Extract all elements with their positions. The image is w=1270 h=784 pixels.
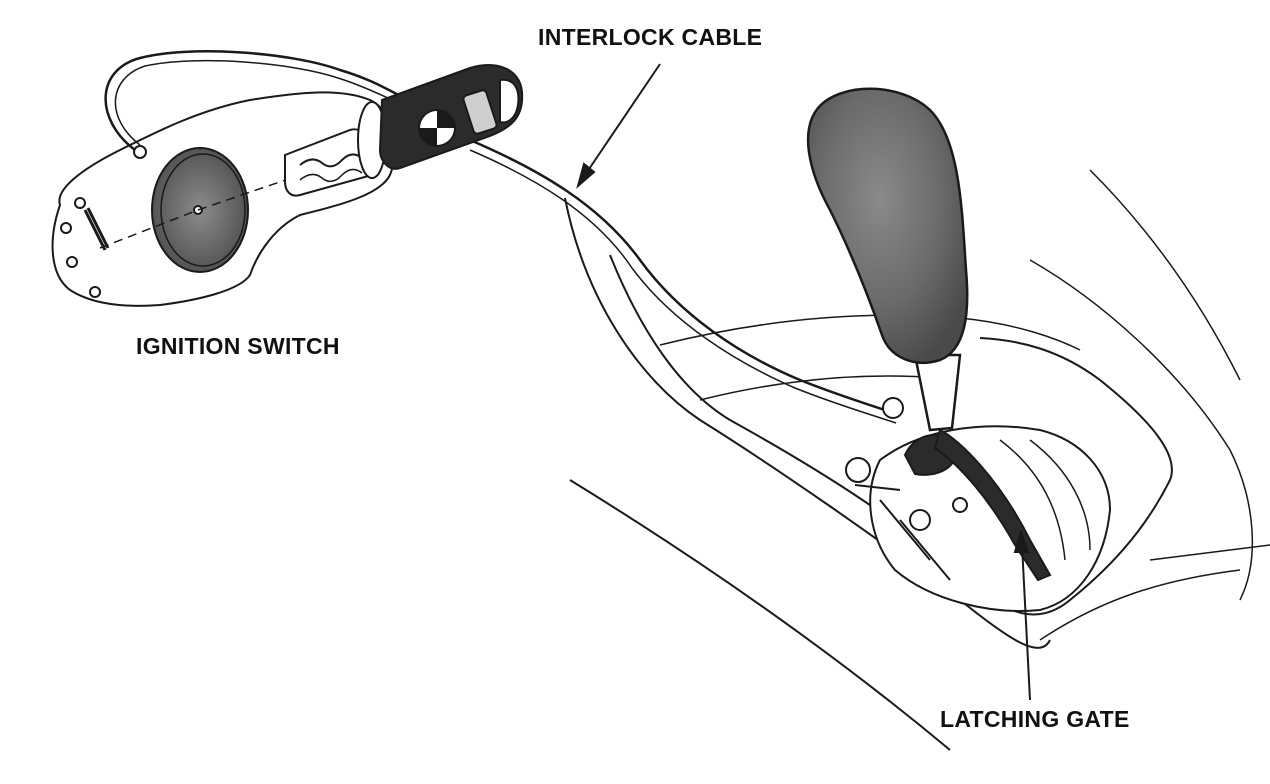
console-bezel-inner bbox=[699, 375, 941, 401]
linkage-arm bbox=[854, 484, 951, 581]
latching-gate-label: LATCHING GATE bbox=[940, 706, 1130, 732]
mount-hole bbox=[60, 222, 72, 234]
hex-nut bbox=[845, 457, 871, 483]
cable-run-inner bbox=[469, 149, 897, 424]
cable-loop-outer bbox=[104, 50, 411, 151]
mount-hole bbox=[133, 145, 147, 159]
console-far-trim bbox=[1089, 169, 1241, 381]
shift-mechanism bbox=[845, 397, 1112, 612]
latching-arrowhead-icon bbox=[1013, 528, 1030, 553]
axis-line bbox=[99, 174, 301, 249]
mount-hole bbox=[66, 256, 78, 268]
switch-lever bbox=[83, 207, 110, 251]
key-slot-cut bbox=[299, 153, 363, 168]
key-slot-cut bbox=[299, 168, 363, 183]
console-outer-edge bbox=[564, 197, 1051, 649]
hex-nut bbox=[882, 397, 904, 419]
console-left-edge bbox=[569, 479, 951, 751]
console-lower-trim bbox=[1039, 569, 1241, 641]
gate-housing-rib bbox=[1029, 439, 1091, 551]
key-fob bbox=[378, 64, 524, 170]
pivot-bolt bbox=[952, 497, 968, 513]
leader-lines bbox=[576, 63, 1031, 701]
key-fob-tip bbox=[499, 78, 520, 124]
key-fob-button bbox=[462, 89, 498, 135]
shift-lever-shaft bbox=[913, 353, 962, 432]
console-bezel bbox=[609, 254, 1173, 616]
interlock-arrowhead-icon bbox=[576, 162, 596, 189]
shift-knob bbox=[806, 87, 969, 432]
console-right-trim bbox=[1029, 259, 1254, 601]
cable-run-outer bbox=[469, 138, 901, 417]
latching-leader-line bbox=[1021, 544, 1031, 701]
cable-loop-inner bbox=[114, 59, 406, 146]
ignition-dial-rim bbox=[160, 153, 246, 267]
gate-housing-rib bbox=[999, 439, 1066, 561]
pivot-bolt bbox=[909, 509, 931, 531]
bmw-roundel-quarters bbox=[419, 110, 455, 146]
console-far-trim bbox=[1149, 544, 1270, 561]
ignition-switch bbox=[51, 91, 396, 307]
shift-knob-body bbox=[806, 87, 969, 364]
console-bezel-inner bbox=[659, 314, 1081, 351]
mount-hole bbox=[89, 286, 101, 298]
interlock-cable-label: INTERLOCK CABLE bbox=[538, 24, 763, 50]
interlock-cable bbox=[104, 50, 901, 424]
interlock-leader-line bbox=[584, 63, 661, 176]
ignition-switch-label: IGNITION SWITCH bbox=[136, 333, 340, 359]
mount-hole bbox=[74, 197, 86, 209]
